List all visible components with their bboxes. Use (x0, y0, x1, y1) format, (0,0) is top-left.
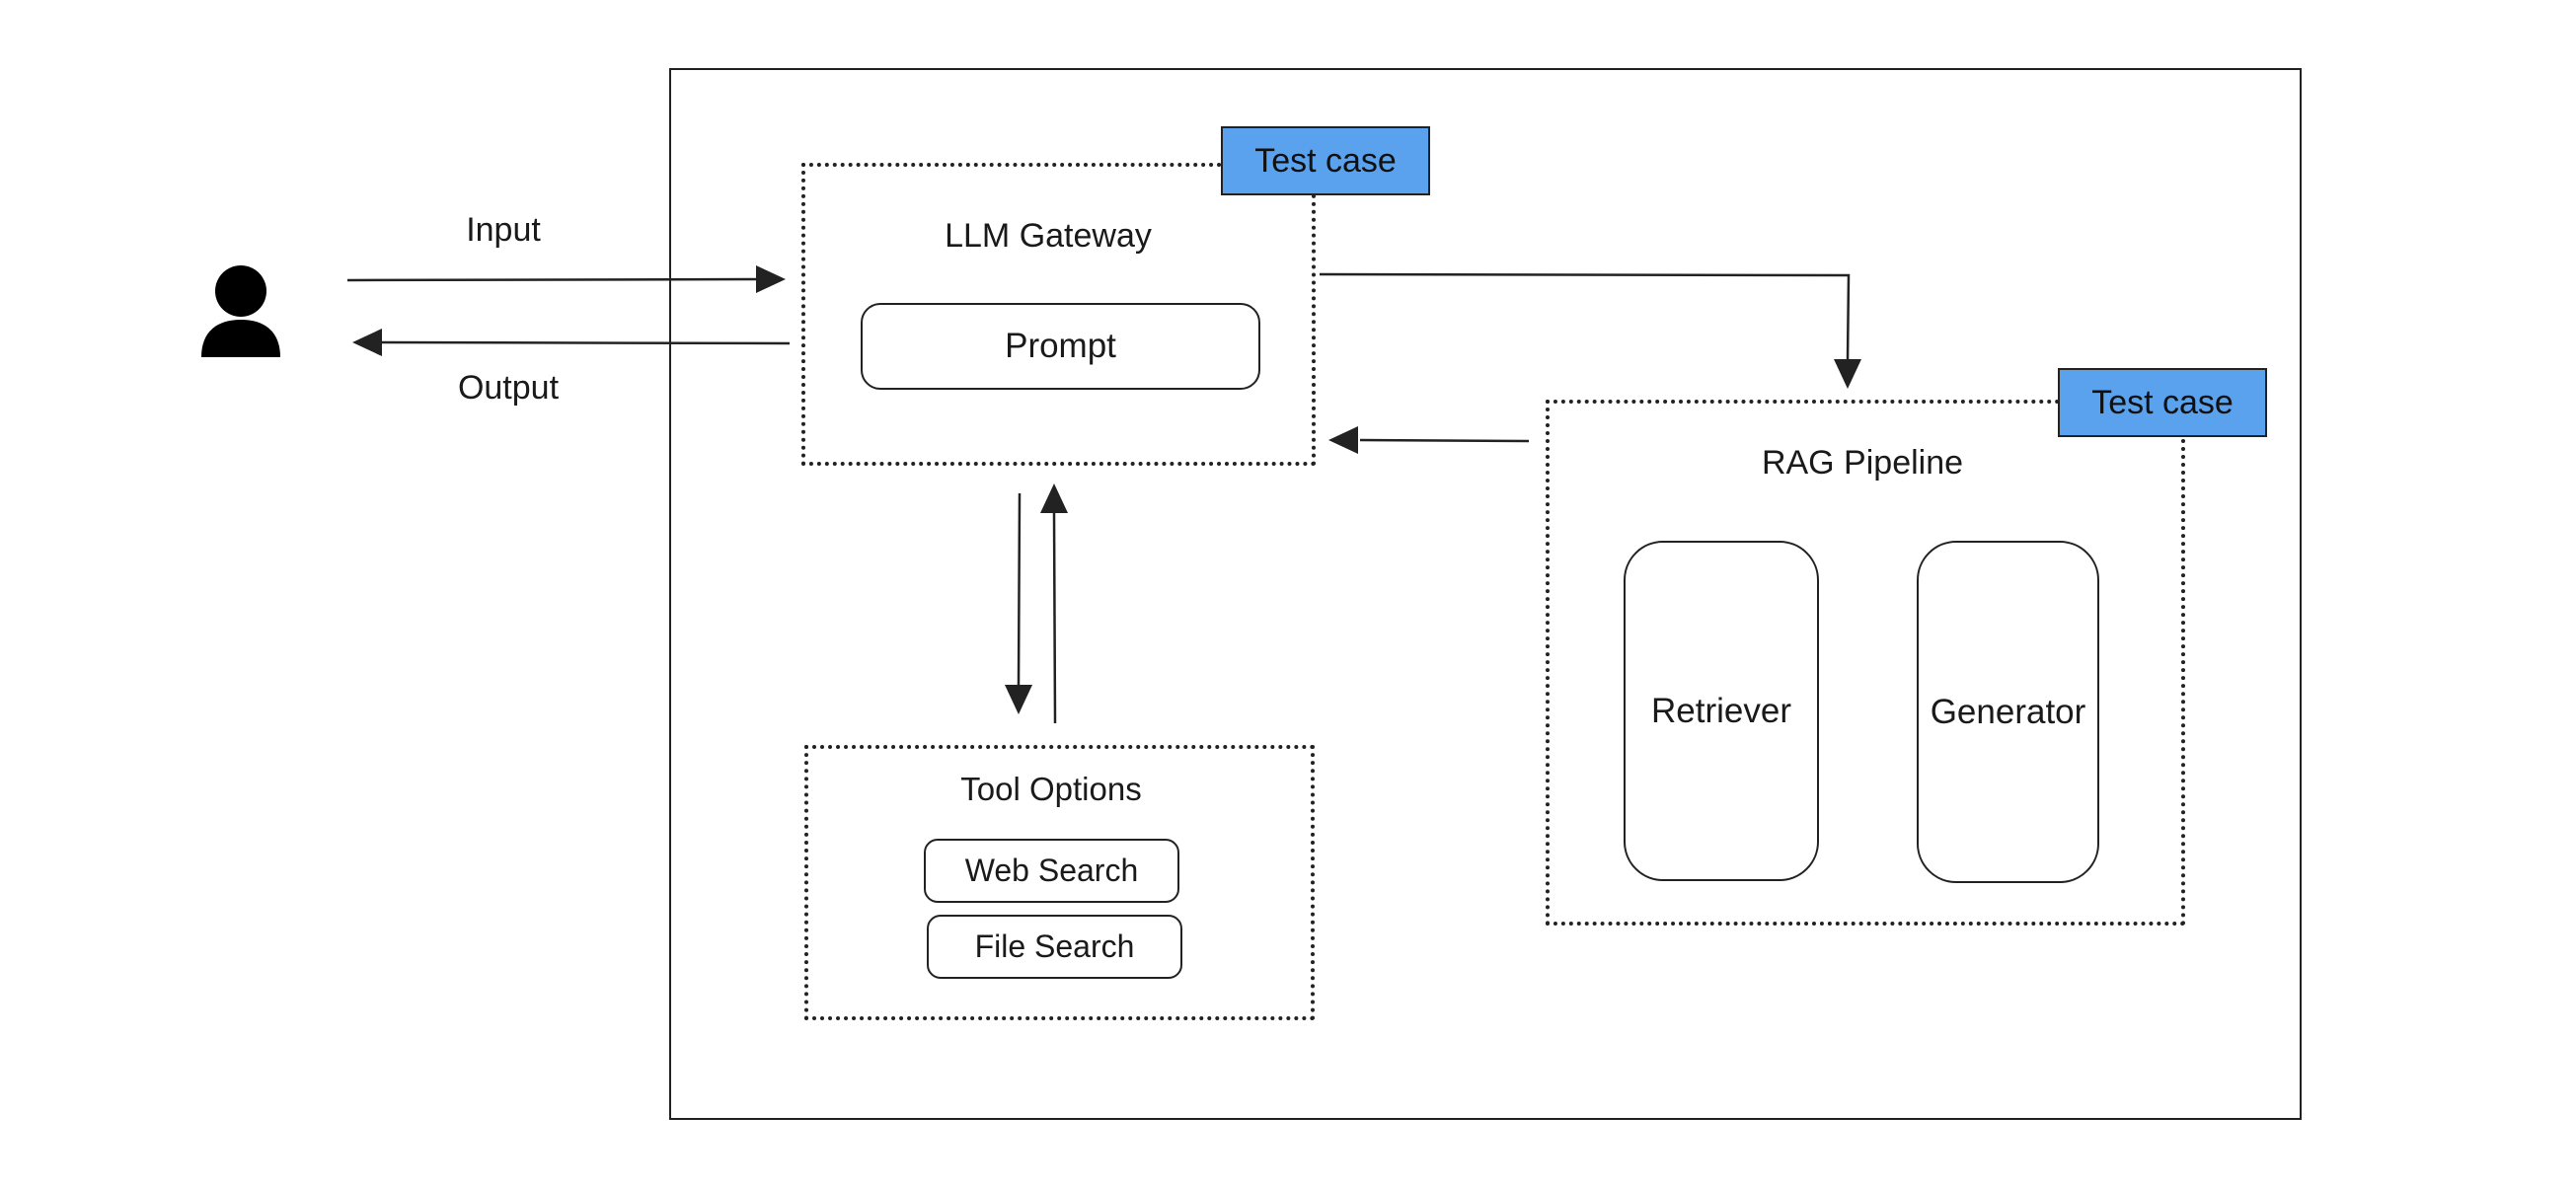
gateway-test-case-tag: Test case (1221, 126, 1430, 195)
gateway-to-rag-arrow (1319, 272, 1851, 361)
output-arrow (379, 340, 791, 345)
prompt-box: Prompt (861, 303, 1260, 390)
web-search-box: Web Search (924, 839, 1179, 903)
llm-gateway-box (801, 163, 1316, 466)
input-label: Input (466, 211, 541, 249)
tools-to-gateway-arrow (1052, 512, 1057, 724)
rag-pipeline-title: RAG Pipeline (1761, 444, 1964, 482)
output-label: Output (457, 369, 560, 407)
tool-options-title: Tool Options (960, 771, 1142, 807)
system-boundary (669, 68, 2302, 1120)
gateway-to-tools-arrow (1017, 492, 1022, 687)
input-arrow (346, 277, 761, 282)
rag-test-case-tag: Test case (2058, 368, 2267, 437)
rag-to-gateway-arrow (1359, 438, 1530, 443)
tool-options-box (804, 745, 1315, 1020)
llm-gateway-title: LLM Gateway (945, 217, 1152, 255)
file-search-box: File Search (927, 915, 1182, 979)
retriever-box: Retriever (1624, 541, 1819, 881)
user-icon (201, 265, 280, 357)
rag-pipeline-box (1546, 400, 2185, 926)
generator-box: Generator (1917, 541, 2099, 883)
